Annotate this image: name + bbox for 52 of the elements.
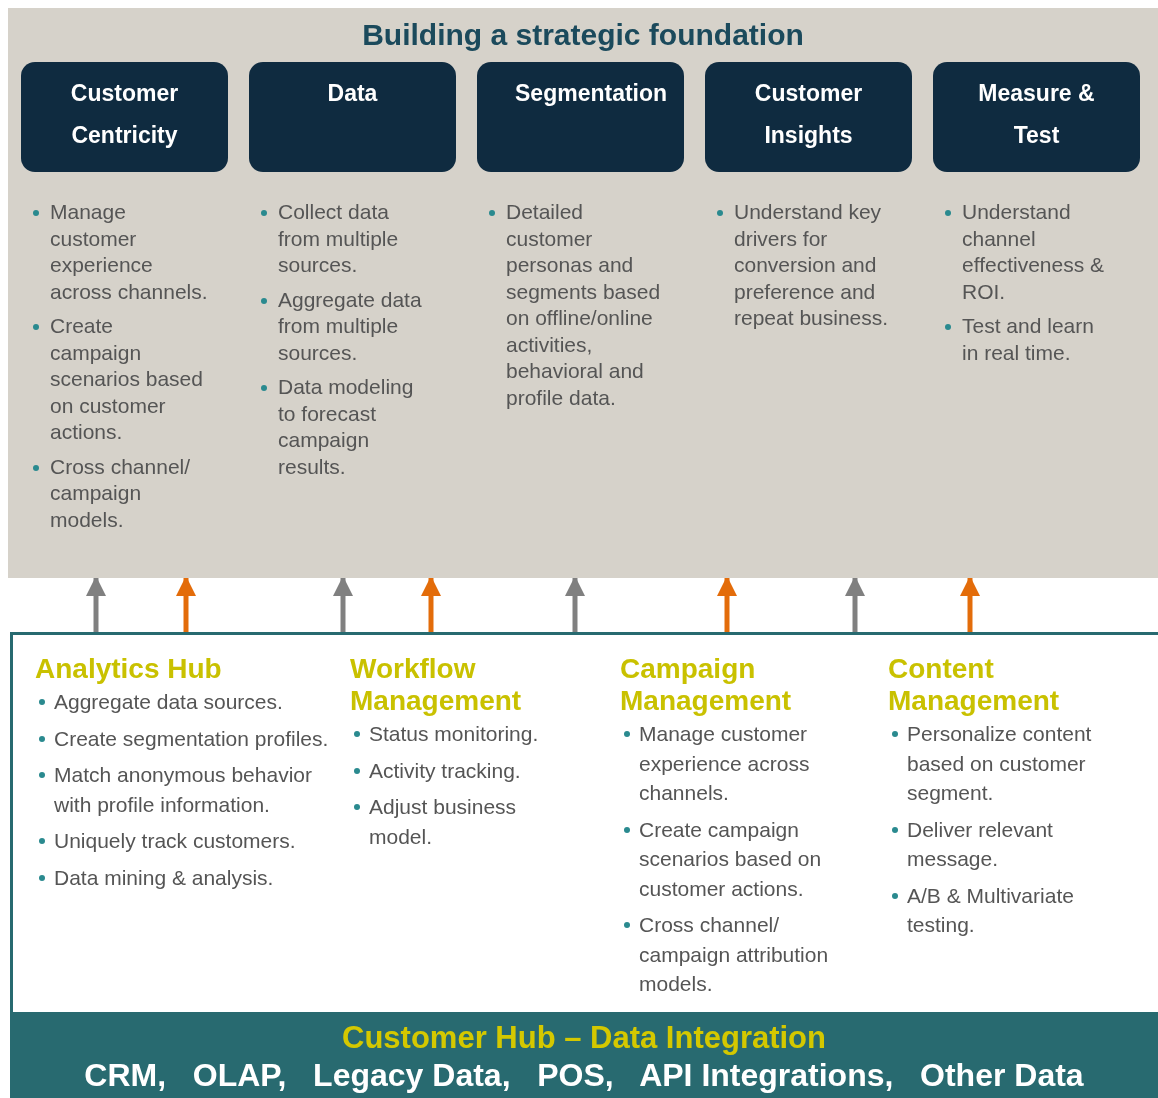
- bullet-text: Manage customer experience across channels.: [50, 200, 208, 303]
- arrow: [845, 576, 865, 632]
- pillar-box: [477, 62, 684, 172]
- bullet-text: Test and learn in real time.: [962, 314, 1094, 364]
- bullet-text: Create campaign scenarios based on customer actions.: [639, 817, 822, 900]
- bullet-text: Aggregate data sources.: [54, 690, 283, 713]
- bullet-text: Status monitoring.: [369, 722, 539, 745]
- bullet-text: Uniquely track customers.: [54, 829, 296, 852]
- bullet-text: Understand key drivers for conversion and preference and repeat business.: [734, 200, 889, 329]
- pillar-box: [705, 62, 912, 172]
- pillar-heading: Measure & Test: [977, 79, 1096, 150]
- arrow: [717, 576, 737, 632]
- bullet-text: Adjust business model.: [369, 795, 517, 848]
- pillar-heading: Data: [327, 79, 378, 108]
- bullet-text: Manage customer experience across channels.: [639, 722, 810, 804]
- column-heading: Analytics Hub: [35, 653, 223, 685]
- arrow: [960, 576, 980, 632]
- bullet-text: Personalize content based on customer segment.: [907, 722, 1092, 804]
- bullet-text: A/B & Multivariate testing.: [907, 883, 1074, 936]
- pillar-box: [933, 62, 1140, 172]
- arrow: [421, 576, 441, 632]
- bullet-text: Cross channel/ campaign models.: [50, 454, 191, 531]
- bullet-text: Create segmentation profiles.: [54, 726, 329, 750]
- bullet-text: Cross channel/ campaign attribution models.: [639, 913, 829, 995]
- bullet-text: Create campaign scenarios based on customer actions.: [50, 314, 203, 443]
- bullet-text: Detailed customer personas and segments based on offline/online activities, behavioral and profile data.: [506, 200, 661, 409]
- pillar-heading: Customer Centricity: [69, 79, 180, 150]
- integration-band: [10, 1012, 1158, 1098]
- arrow: [565, 576, 585, 632]
- pillar-heading: Segmentation: [515, 79, 668, 108]
- bullet-text: Data modeling to forecast campaign results.: [278, 375, 414, 478]
- column-heading: Workflow Management: [350, 653, 523, 717]
- bullet-text: Activity tracking.: [369, 758, 521, 782]
- band-heading: Customer Hub – Data Integration: [342, 1020, 826, 1056]
- bullet-text: Collect data from multiple sources.: [278, 200, 399, 276]
- bullet-text: Aggregate data from multiple sources.: [278, 287, 422, 364]
- arrow: [333, 576, 353, 632]
- column-heading: Content Management: [888, 653, 1061, 717]
- arrow: [176, 576, 196, 632]
- column-heading: Campaign Management: [620, 653, 793, 717]
- data-sources-text: CRM, OLAP, Legacy Data, POS, API Integrations, Other Data: [84, 1056, 1084, 1094]
- bullet-text: Match anonymous behavior with profile information.: [54, 763, 312, 816]
- arrow: [86, 576, 106, 632]
- foundation-panel: [8, 8, 1158, 578]
- pillar-box: [249, 62, 456, 172]
- capabilities-panel: [10, 632, 1158, 1012]
- panel-title: Building a strategic foundation: [361, 18, 805, 52]
- pillar-heading: Customer Insights: [753, 79, 864, 150]
- bullet-text: Understand channel effectiveness & ROI.: [962, 200, 1105, 303]
- pillar-box: [21, 62, 228, 172]
- bullet-text: Data mining & analysis.: [54, 865, 274, 889]
- bullet-text: Deliver relevant message.: [907, 817, 1053, 870]
